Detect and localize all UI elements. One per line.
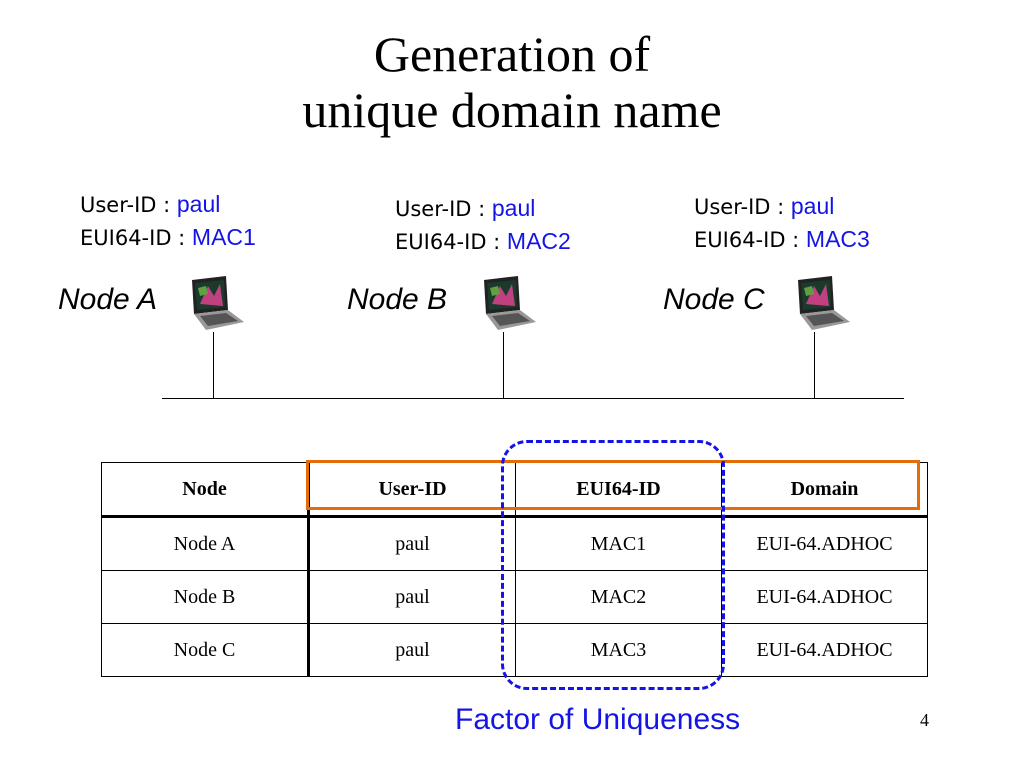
eui-value: MAC3: [805, 226, 870, 252]
cell-domain: EUI-64.ADHOC: [721, 623, 928, 677]
table-row: Node A paul MAC1 EUI-64.ADHOC: [101, 516, 928, 571]
header-eui64-id: EUI64-ID: [515, 462, 722, 518]
network-bus-line: [162, 398, 904, 399]
cell-eui64-id: MAC1: [515, 516, 722, 571]
cell-user-id: paul: [308, 570, 516, 624]
header-node: Node: [101, 462, 310, 518]
node-b-connector: [503, 332, 504, 399]
table-row: Node B paul MAC2 EUI-64.ADHOC: [101, 570, 928, 624]
eui-label: EUI64-ID :: [694, 228, 806, 252]
header-user-id: User-ID: [308, 462, 516, 518]
cell-user-id: paul: [308, 623, 516, 677]
node-c-label: Node C: [663, 283, 765, 316]
node-c-connector: [814, 332, 815, 399]
node-b-label: Node B: [347, 283, 448, 316]
title-line-1: Generation of: [373, 26, 651, 82]
cell-domain: EUI-64.ADHOC: [721, 570, 928, 624]
title-line-2: unique domain name: [302, 82, 722, 138]
cell-user-id: paul: [308, 516, 516, 571]
eui-value: MAC1: [191, 224, 256, 250]
cell-eui64-id: MAC3: [515, 623, 722, 677]
eui-label: EUI64-ID :: [395, 230, 507, 254]
node-b-info: User-ID : paul EUI64-ID : MAC2: [395, 192, 571, 258]
eui-value: MAC2: [506, 228, 571, 254]
user-id-value: paul: [491, 195, 536, 221]
user-id-value: paul: [176, 191, 221, 217]
cell-eui64-id: MAC2: [515, 570, 722, 624]
laptop-icon: [484, 276, 536, 330]
page-number: 4: [920, 710, 929, 730]
user-id-label: User-ID :: [80, 193, 177, 217]
table-row: Node C paul MAC3 EUI-64.ADHOC: [101, 623, 928, 677]
node-a-info: User-ID : paul EUI64-ID : MAC1: [80, 188, 256, 254]
node-a-label: Node A: [58, 283, 157, 316]
slide-title: Generation of unique domain name: [0, 26, 1024, 138]
user-id-value: paul: [790, 193, 835, 219]
table-header-row: Node User-ID EUI64-ID Domain: [101, 462, 928, 518]
cell-node: Node A: [101, 516, 310, 571]
user-id-label: User-ID :: [694, 195, 791, 219]
laptop-icon: [798, 276, 850, 330]
header-domain: Domain: [721, 462, 928, 518]
cell-node: Node C: [101, 623, 310, 677]
cell-domain: EUI-64.ADHOC: [721, 516, 928, 571]
cell-node: Node B: [101, 570, 310, 624]
eui-label: EUI64-ID :: [80, 226, 192, 250]
node-c-info: User-ID : paul EUI64-ID : MAC3: [694, 190, 870, 256]
node-a-connector: [213, 332, 214, 399]
factor-label: Factor of Uniqueness: [455, 703, 741, 736]
user-id-label: User-ID :: [395, 197, 492, 221]
laptop-icon: [192, 276, 244, 330]
domain-table: Node User-ID EUI64-ID Domain Node A paul…: [101, 462, 928, 677]
